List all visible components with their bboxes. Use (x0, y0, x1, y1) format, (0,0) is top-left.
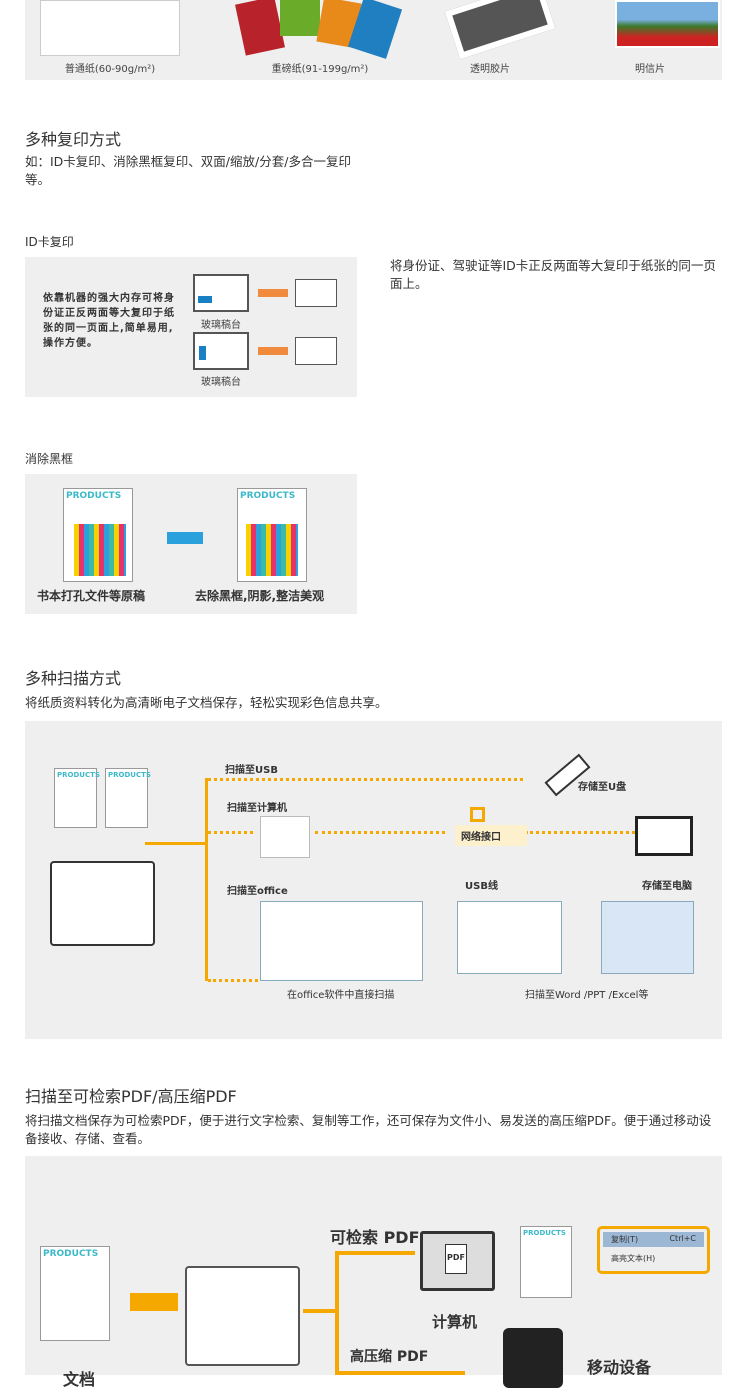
section-title: 多种扫描方式 (25, 669, 122, 688)
clean-doc: PRODUCTS (237, 488, 307, 582)
office-direct-label: 在office软件中直接扫描 (287, 990, 395, 1001)
pdf-file-icon: PDF (445, 1244, 467, 1274)
pdf-page: PRODUCTS (520, 1226, 572, 1298)
postcard-image (615, 0, 720, 48)
monitor-icon (635, 816, 693, 856)
result-page (295, 279, 337, 307)
printer-image (50, 861, 155, 946)
control-panel-image (260, 816, 310, 858)
menu-item-highlight[interactable]: 高亮文本(H) (611, 1254, 656, 1263)
searchable-pdf-label: 可检索 PDF (330, 1228, 420, 1247)
scan-diagram: PRODUCTS PRODUCTS 扫描至USB 扫描至计算机 扫描至offic… (25, 721, 722, 1039)
computer-monitor: PDF (420, 1231, 495, 1291)
network-label: 网络接口 (455, 825, 527, 846)
computer-label: 计算机 (432, 1313, 478, 1331)
after-caption: 去除黑框,阴影,整洁美观 (195, 589, 325, 603)
paper-caption: 明信片 (635, 64, 665, 75)
scan-to-pc-label: 扫描至计算机 (227, 803, 287, 814)
scan-dialog-screenshot (457, 901, 562, 974)
document-label: 文档 (63, 1370, 96, 1389)
section-desc: 如：ID卡复印、消除黑框复印、双面/缩放/分套/多合一复印等。 (25, 154, 351, 187)
id-card-panel: 依靠机器的强大内存可将身份证正反两面等大复印于纸张的同一页面上,简单易用,操作方… (25, 257, 357, 397)
arrow-right-icon (130, 1293, 178, 1311)
glass-platen (193, 332, 249, 370)
paper-caption: 透明胶片 (470, 64, 510, 75)
section-desc: 将扫描文档保存为可检索PDF，便于进行文字检索、复制等工作，还可保存为文件小、易… (25, 1113, 712, 1146)
scan-to-usb-label: 扫描至USB (225, 765, 278, 776)
pdf-diagram: PRODUCTS 可检索 PDF PDF 计算机 PRODUCTS 复制(T)C… (25, 1156, 722, 1389)
paper-types-panel: 普通纸(60-90g/m²) 重磅纸(91-199g/m²) 透明胶片 明信片 (25, 0, 722, 80)
result-page (295, 337, 337, 365)
id-card-text: 依靠机器的强大内存可将身份证正反两面等大复印于纸张的同一页面上,简单易用,操作方… (43, 293, 175, 349)
source-doc: PRODUCTS (40, 1246, 110, 1341)
heavy-paper-image (235, 0, 403, 59)
scan-to-office-label: 扫描至office (227, 886, 288, 897)
context-menu: 复制(T)Ctrl+C 高亮文本(H) (597, 1226, 710, 1274)
transparency-image (444, 0, 556, 60)
subsection-title: 消除黑框 (25, 452, 74, 466)
erase-frame-panel: PRODUCTS PRODUCTS 书本打孔文件等原稿 去除黑框,阴影,整洁美观 (25, 474, 357, 614)
to-word-label: 扫描至Word /PPT /Excel等 (525, 990, 649, 1001)
network-port-icon (470, 807, 485, 822)
compressed-pdf-label: 高压缩 PDF (350, 1349, 429, 1365)
glass-label: 玻璃稿台 (201, 320, 241, 331)
before-caption: 书本打孔文件等原稿 (37, 589, 146, 603)
plain-paper-image (40, 0, 180, 56)
arrow-right-icon (258, 347, 288, 355)
section-desc: 将纸质资料转化为高清晰电子文档保存，轻松实现彩色信息共享。 (25, 695, 388, 710)
tablet-icon (503, 1328, 563, 1388)
printer-image (185, 1266, 300, 1366)
section-title: 扫描至可检索PDF/高压缩PDF (25, 1087, 237, 1106)
usb-cable-label: USB线 (465, 881, 498, 892)
word-screenshot (601, 901, 694, 974)
id-card-side-text: 将身份证、驾驶证等ID卡正反两面等大复印于纸张的同一页面上。 (390, 258, 716, 291)
office-screenshot (260, 901, 423, 981)
arrow-right-icon (258, 289, 288, 297)
source-doc: PRODUCTS (105, 768, 151, 828)
save-usb-label: 存储至U盘 (578, 782, 627, 793)
source-doc: PRODUCTS (54, 768, 100, 828)
glass-label: 玻璃稿台 (201, 377, 241, 388)
paper-caption: 重磅纸(91-199g/m²) (271, 64, 369, 75)
arrow-right-icon (167, 532, 203, 544)
subsection-title: ID卡复印 (25, 235, 74, 249)
mobile-label: 移动设备 (587, 1358, 652, 1377)
original-doc: PRODUCTS (63, 488, 133, 582)
menu-item-copy[interactable]: 复制(T)Ctrl+C (603, 1232, 704, 1247)
glass-platen (193, 274, 249, 312)
paper-caption: 普通纸(60-90g/m²) (64, 64, 156, 75)
save-pc-label: 存储至电脑 (642, 881, 692, 892)
section-title: 多种复印方式 (25, 130, 122, 149)
